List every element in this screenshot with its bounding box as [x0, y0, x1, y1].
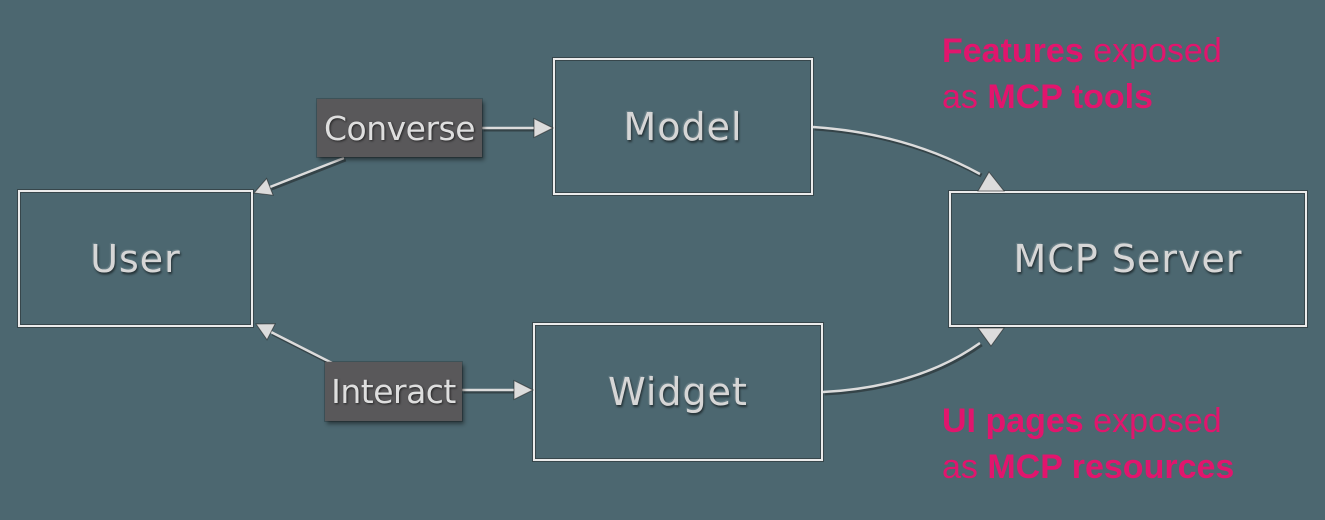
annotation-ui-pages-line2-bold: MCP resources: [987, 448, 1235, 486]
annotation-ui-pages-line2: as MCP resources: [942, 444, 1234, 490]
node-mcp-server-label: MCP Server: [1013, 237, 1243, 281]
annotation-ui-pages-line2-start: as: [942, 448, 988, 486]
annotation-features-rest: exposed: [1083, 32, 1222, 70]
node-mcp-server: MCP Server: [949, 191, 1307, 327]
annotation-features-line2-bold: MCP tools: [987, 78, 1153, 116]
edge-label-converse: Converse: [317, 99, 482, 157]
node-widget: Widget: [533, 323, 823, 461]
arrowhead-into-user-bottom: [255, 323, 277, 341]
arrowhead-mcp-bottom: [977, 327, 1005, 347]
node-widget-label: Widget: [608, 370, 748, 414]
arrowhead-into-user-top: [253, 177, 274, 196]
edge-interact-to-widget: [462, 379, 535, 401]
annotation-features-bold: Features: [942, 32, 1084, 70]
edge-widget-to-mcp-server: [822, 327, 1005, 396]
arrowhead-into-model: [533, 117, 555, 139]
edge-converse-to-user: [253, 156, 347, 196]
edge-converse-to-model: [482, 117, 555, 139]
edge-interact-to-user: [255, 323, 335, 367]
annotation-ui-pages-line1: UI pages exposed: [942, 398, 1234, 444]
edge-model-to-mcp-server: [812, 125, 1006, 192]
arrowhead-into-widget: [513, 379, 535, 401]
edge-label-interact-text: Interact: [331, 372, 456, 411]
node-user-label: User: [90, 236, 181, 281]
node-user: User: [18, 190, 253, 327]
edge-label-converse-text: Converse: [323, 108, 476, 148]
annotation-ui-pages-bold: UI pages: [942, 402, 1084, 440]
arrowhead-mcp-top: [977, 171, 1006, 192]
edge-label-interact: Interact: [325, 362, 462, 421]
node-model-label: Model: [623, 104, 743, 149]
annotation-features-mcp-tools: Features exposed as MCP tools: [942, 28, 1222, 120]
annotation-features-line1: Features exposed: [942, 28, 1222, 74]
annotation-features-line2-start: as: [942, 78, 988, 116]
node-model: Model: [553, 58, 813, 195]
annotation-ui-pages-rest: exposed: [1083, 402, 1222, 440]
annotation-ui-pages-mcp-resources: UI pages exposed as MCP resources: [942, 398, 1234, 490]
annotation-features-line2: as MCP tools: [942, 74, 1222, 120]
